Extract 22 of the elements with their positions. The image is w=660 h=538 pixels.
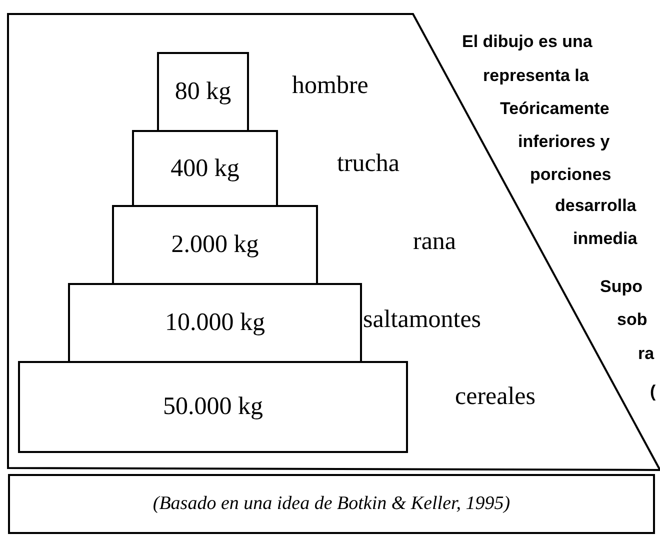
description-text: Supo: [600, 277, 642, 297]
description-text: El dibujo es una: [462, 32, 592, 52]
description-text: representa la: [483, 66, 589, 86]
description-text: inferiores y: [518, 132, 610, 152]
description-text: sob: [617, 310, 648, 330]
pyramid-level-box: 50.000 kg: [18, 361, 408, 453]
pyramid-level-box: 400 kg: [132, 130, 278, 207]
description-text: Teóricamente: [500, 99, 610, 119]
species-label: saltamontes: [363, 306, 482, 334]
description-text: desarrolla: [555, 196, 636, 216]
pyramid-level-box: 80 kg: [157, 52, 249, 132]
caption-text: (Basado en una idea de Botkin & Keller, 1995): [152, 493, 510, 515]
description-text: ra: [638, 344, 654, 364]
pyramid-level-box: 2.000 kg: [112, 205, 318, 285]
description-text: (: [650, 382, 656, 402]
species-label: cereales: [455, 383, 536, 411]
description-text: inmedia: [573, 229, 638, 249]
pyramid-level-box: 10.000 kg: [68, 283, 362, 363]
description-text: porciones: [530, 165, 612, 185]
species-label: trucha: [337, 150, 400, 178]
species-label: hombre: [292, 72, 368, 100]
species-label: rana: [413, 228, 456, 256]
